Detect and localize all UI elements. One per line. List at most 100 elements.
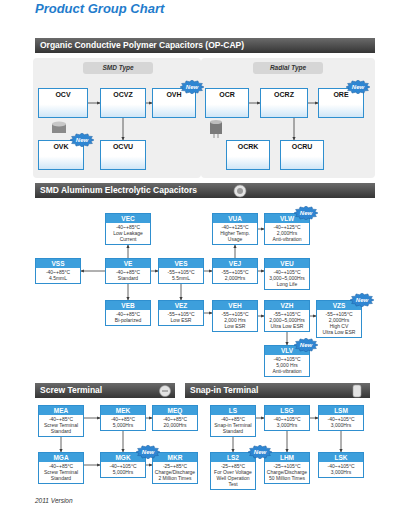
series-box: OCRK — [226, 140, 270, 170]
starburst-shape — [294, 206, 318, 220]
series-connector — [256, 418, 264, 419]
new-badge: New — [294, 338, 318, 352]
section-title: Snap-in Terminal — [185, 383, 370, 398]
spec-text: 2,000 Hrs — [213, 317, 257, 323]
spec-text: Long Life — [265, 281, 309, 287]
group-title: SMD Type — [83, 62, 153, 74]
spec-text: -40~+85°C — [153, 416, 197, 422]
spec-text: -55~+105°C — [213, 269, 257, 275]
spec-text: 2,000Hrs — [213, 275, 257, 281]
series-name: OCVZ — [101, 89, 145, 98]
spec-text: -25~+85°C — [153, 463, 197, 469]
series-box: MEQ-40~+85°C20,000Hrs — [152, 405, 198, 431]
section-title: Organic Conductive Polymer Capacitors (O… — [35, 38, 375, 53]
series-box: VEC-40~+85°CLow Leakage Current — [105, 213, 151, 245]
series-box: LS-40~+85°CSnap-in Terminal Standard — [210, 405, 256, 437]
spec-text: Ultra Low ESR — [265, 323, 309, 329]
series-name: VUA — [213, 214, 257, 223]
capacitor-lead — [218, 134, 219, 138]
spec-text: 20,000Hrs — [153, 422, 197, 428]
capacitor-body — [52, 124, 66, 133]
series-name: VEJ — [213, 259, 257, 268]
spec-text: -40~+85°C — [36, 269, 80, 275]
series-name: VE — [106, 259, 150, 268]
series-box: OCRU — [280, 140, 324, 170]
new-badge: New — [350, 293, 374, 307]
series-connector — [61, 437, 62, 452]
badge-text: New — [294, 338, 318, 352]
series-name: LSM — [319, 406, 363, 415]
series-name: LS2 — [211, 453, 255, 462]
section-band: Screw Terminal — [35, 383, 175, 398]
spec-text: Anti-vibration — [265, 368, 309, 374]
section-band: Organic Conductive Polymer Capacitors (O… — [35, 38, 375, 53]
spec-text: Screw Terminal Standard — [39, 469, 83, 481]
series-connector — [204, 313, 212, 314]
starburst-shape — [248, 445, 272, 459]
spec-text: -40~+105°C — [265, 416, 309, 422]
series-box: VEB-40~+85°CBi-polarized — [105, 300, 151, 326]
series-name: OCRZ — [261, 89, 307, 98]
group-heading: Radial Type — [253, 62, 323, 74]
badge-text: New — [248, 445, 272, 459]
spec-text: -40~+85°C — [106, 269, 150, 275]
series-name: VEZ — [159, 301, 203, 310]
series-connector — [84, 418, 100, 419]
spec-text: -40~+85°C — [39, 416, 83, 422]
series-box: VEJ-55~+105°C2,000Hrs — [212, 258, 258, 284]
spec-text: High CV — [317, 323, 361, 329]
spec-text: 3,000Hrs — [265, 422, 309, 428]
section-title: SMD Aluminum Electrolytic Capacitors — [35, 183, 375, 198]
spec-text: -55~+105°C — [213, 311, 257, 317]
capacitor-body — [210, 122, 222, 134]
footer-note: 2011 Version — [35, 497, 73, 504]
series-box: VSS-40~+85°C4.5mmL — [35, 258, 81, 284]
capacitor-lead — [214, 134, 215, 138]
series-name: LHM — [265, 453, 309, 462]
series-name: OCRU — [281, 141, 323, 150]
spec-text: 5,000 Hrs — [265, 362, 309, 368]
smd-capacitor-picture — [52, 122, 66, 134]
starburst-shape — [350, 293, 374, 307]
series-connector — [308, 103, 318, 104]
spec-text: 3,000Hrs — [319, 469, 363, 475]
series-box: LS2-25~+85°CFor Over Voltage Well Operat… — [210, 452, 256, 490]
series-box: OCR — [205, 88, 249, 118]
spec-text: 2,000Hrs — [265, 230, 309, 236]
series-box: OCRZ — [260, 88, 308, 118]
spec-text: -25~+85°C — [211, 463, 255, 469]
new-badge: New — [136, 445, 160, 459]
series-name: LS — [211, 406, 255, 415]
series-connector — [287, 431, 288, 452]
series-connector — [249, 103, 260, 104]
series-name: VSS — [36, 259, 80, 268]
series-name: VEU — [265, 259, 309, 268]
series-connector — [88, 103, 100, 104]
spec-text: 5,000Hrs — [101, 422, 145, 428]
series-name: OCVU — [101, 141, 145, 150]
spec-text: 3,000~5,000Hrs — [265, 275, 309, 281]
series-box: VUA-40~+125°CHigher Temp. Usage — [212, 213, 258, 245]
series-box: OCVZ — [100, 88, 146, 118]
spec-text: -25~+105°C — [265, 463, 309, 469]
series-box: LHM-25~+105°CCharge/Discharge50 Million … — [264, 452, 310, 484]
series-name: LSK — [319, 453, 363, 462]
series-box: MGK-40~+105°C5,000Hrs — [100, 452, 146, 478]
series-box: LSM-40~+105°C3,000Hrs — [318, 405, 364, 431]
series-name: OCR — [206, 89, 248, 98]
badge-text: New — [350, 293, 374, 307]
spec-text: 5,000Hrs — [101, 469, 145, 475]
spec-text: -40~+85°C — [101, 416, 145, 422]
series-connector — [123, 118, 124, 140]
new-badge: New — [180, 80, 204, 94]
series-box: OCV — [38, 88, 88, 118]
spec-text: -40~+105°C — [265, 269, 309, 275]
new-badge: New — [346, 80, 370, 94]
spec-text: 5.5mmL — [159, 275, 203, 281]
spec-text: Snap-in Terminal Standard — [211, 422, 255, 434]
spec-text: Low Leakage Current — [106, 230, 150, 242]
spec-text: 3,000Hrs — [319, 422, 363, 428]
series-connector — [151, 271, 158, 272]
starburst-shape — [70, 133, 94, 147]
spec-text: -55~+105°C — [159, 311, 203, 317]
